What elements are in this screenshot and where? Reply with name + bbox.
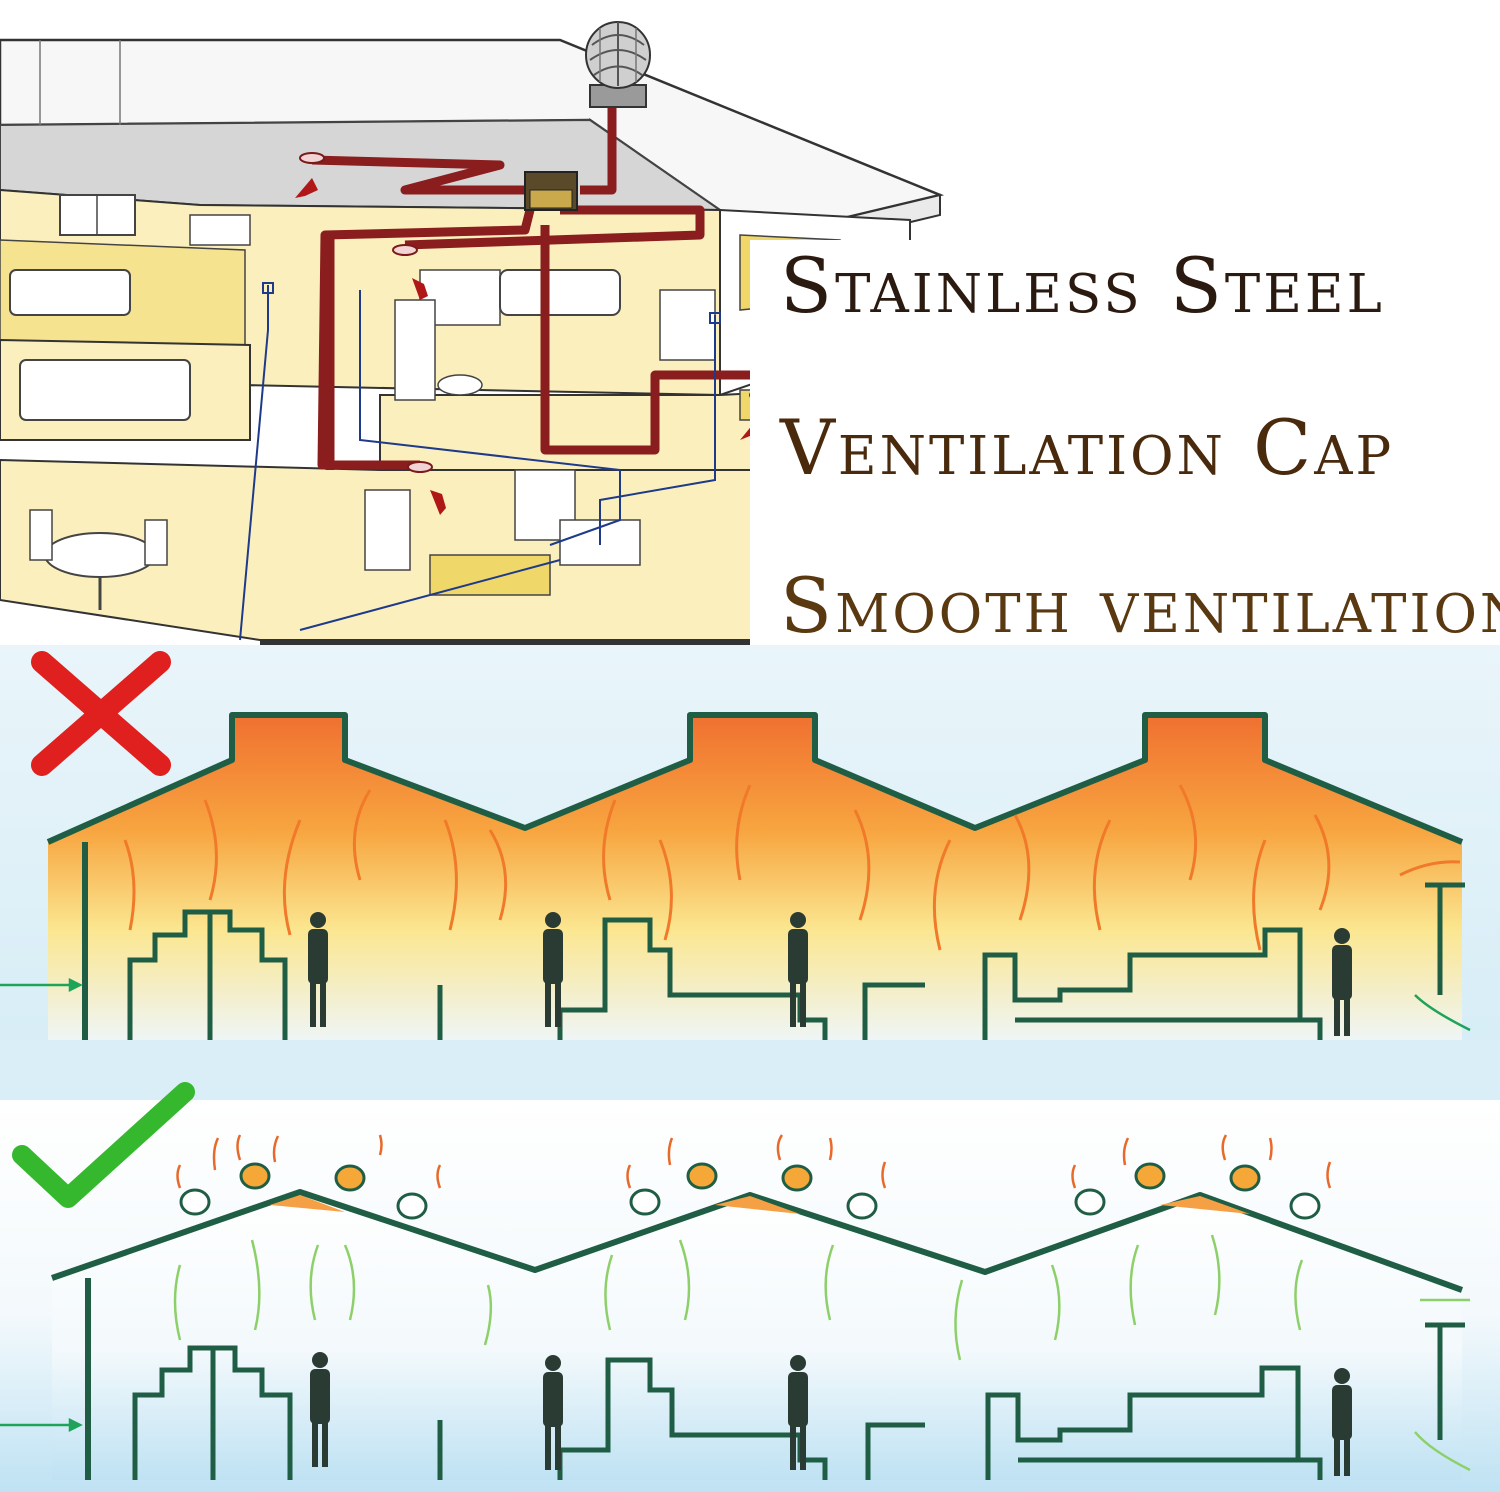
people-silhouettes-good (310, 1352, 1352, 1476)
caption-smooth-ventilation: Smooth ventilation (780, 561, 1500, 650)
check-mark-icon (12, 1082, 195, 1208)
people-silhouettes (308, 912, 1352, 1036)
blue-plumbing-lines (239, 285, 716, 641)
roof-turbine-vent-icon (585, 21, 651, 108)
house-cutaway-illustration (0, 0, 1500, 645)
ground-floor (0, 458, 916, 645)
ventilation-comparison-diagram (0, 645, 1500, 1492)
rising-heat-arrows (123, 784, 1461, 951)
central-fan-unit (524, 171, 578, 211)
turbine-vents-row (179, 1162, 1321, 1220)
rising-cool-air-arrows (173, 1234, 1471, 1472)
inflow-arrows-good (0, 1417, 83, 1433)
exhaust-arrows (176, 1134, 1332, 1189)
inflow-arrows (0, 977, 1471, 1032)
poor-ventilation-panel (0, 645, 1500, 1100)
cross-mark-icon (31, 651, 171, 776)
caption-ventilation-cap: Ventilation Cap (780, 403, 1395, 492)
red-ventilation-ducts (311, 105, 760, 470)
caption-stainless-steel: Stainless Steel (780, 241, 1385, 330)
good-ventilation-panel (0, 1082, 1500, 1492)
